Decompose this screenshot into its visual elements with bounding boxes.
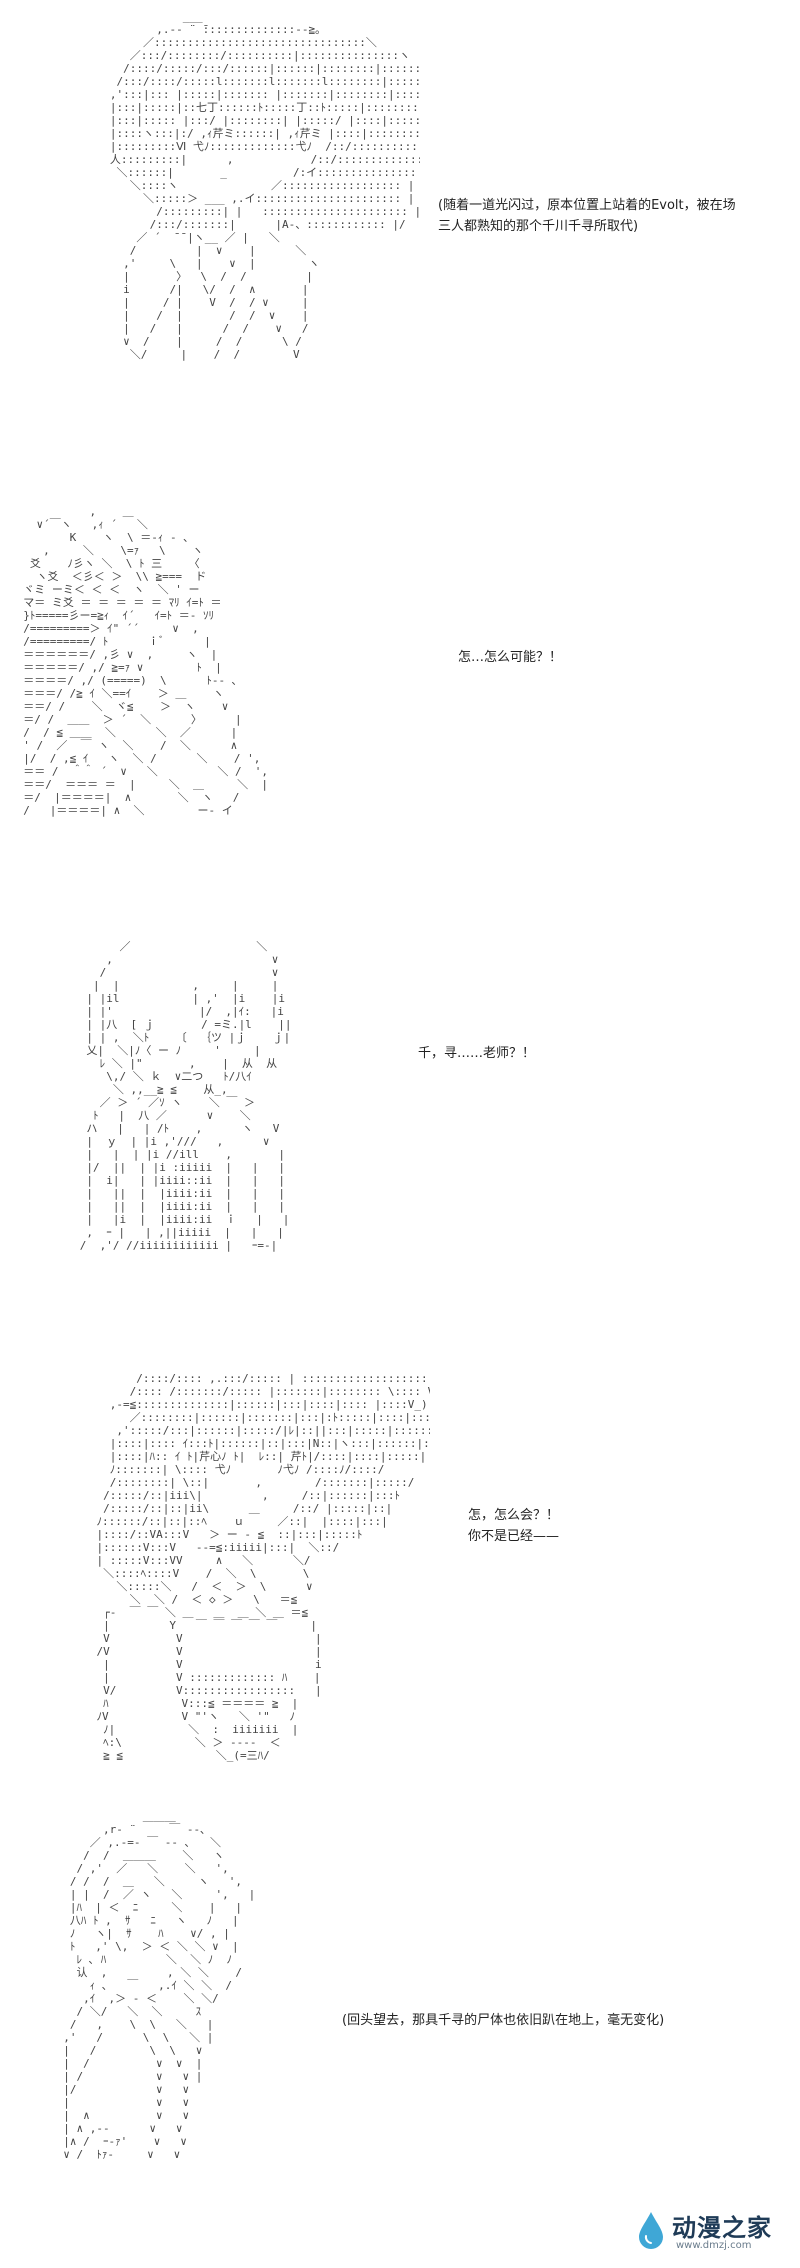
- water-drop-icon: [639, 2212, 663, 2249]
- panel-1: ___ ,.-‐ ¨ ̄::::::::::::::‐-≧｡ ／::::::::…: [0, 0, 800, 480]
- dialogue-caption-3: 千，寻……老师？！: [418, 1043, 535, 1064]
- caption-line: 三人都熟知的那个千川千寻所取代): [438, 219, 639, 234]
- panel-2: , ＿ ∨´￣ヽ ,ｨ ´ ＼ K ヽ \ ＝‐ｨ ‐ ､ , ＼ \=ｧ \ …: [0, 490, 800, 930]
- ascii-art-figure-3: ／ ＼ , ∨ / ∨ | | , | | | |il | ,' |i |i |…: [79, 940, 292, 1252]
- watermark-brand: 动漫之家: [672, 2214, 772, 2242]
- caption-line: 怎，怎么会？！: [468, 1508, 560, 1523]
- dialogue-caption-2: 怎…怎么可能？！: [458, 647, 562, 668]
- ascii-art-figure-2: , ＿ ∨´￣ヽ ,ｨ ´ ＼ K ヽ \ ＝‐ｨ ‐ ､ , ＼ \=ｧ \ …: [23, 505, 269, 817]
- ascii-art-figure-5: ＿＿＿ ,r‐ ¨ ￣ ‐-､ ／ ,.-=‐ ￣ ‐- ､ ＼ / / ＿＿＿…: [63, 1810, 256, 2161]
- caption-line: 你不是已经——: [468, 1529, 560, 1544]
- panel-4: /::::/:::: ,.:::/::::: | :::::::::::::::…: [0, 1360, 800, 1800]
- caption-line: 怎…怎么可能？！: [458, 650, 563, 665]
- site-watermark: 动漫之家 www.dmzj.com: [636, 2206, 786, 2258]
- caption-line: (回头望去，那具千寻的尸体也依旧趴在地上，毫无变化): [342, 2013, 665, 2028]
- narration-caption-5: (回头望去，那具千寻的尸体也依旧趴在地上，毫无变化): [342, 2010, 664, 2031]
- panel-3: ／ ＼ , ∨ / ∨ | | , | | | |il | ,' |i |i |…: [0, 940, 800, 1360]
- ascii-art-figure-4: /::::/:::: ,.:::/::::: | :::::::::::::::…: [96, 1372, 430, 1762]
- watermark-url: www.dmzj.com: [676, 2240, 752, 2251]
- narration-caption-1: (随着一道光闪过，原本位置上站着的Evolt，被在场 三人都熟知的那个千川千寻所…: [438, 195, 736, 237]
- panel-5: ＿＿＿ ,r‐ ¨ ￣ ‐-､ ／ ,.-=‐ ￣ ‐- ､ ＼ / / ＿＿＿…: [0, 1810, 800, 2268]
- ascii-art-figure-1: ___ ,.-‐ ¨ ̄::::::::::::::‐-≧｡ ／::::::::…: [109, 10, 420, 361]
- caption-line: 千，寻……老师？！: [418, 1046, 536, 1061]
- caption-line: (随着一道光闪过，原本位置上站着的Evolt，被在场: [438, 198, 736, 213]
- dialogue-caption-4: 怎，怎么会？！ 你不是已经——: [468, 1505, 559, 1547]
